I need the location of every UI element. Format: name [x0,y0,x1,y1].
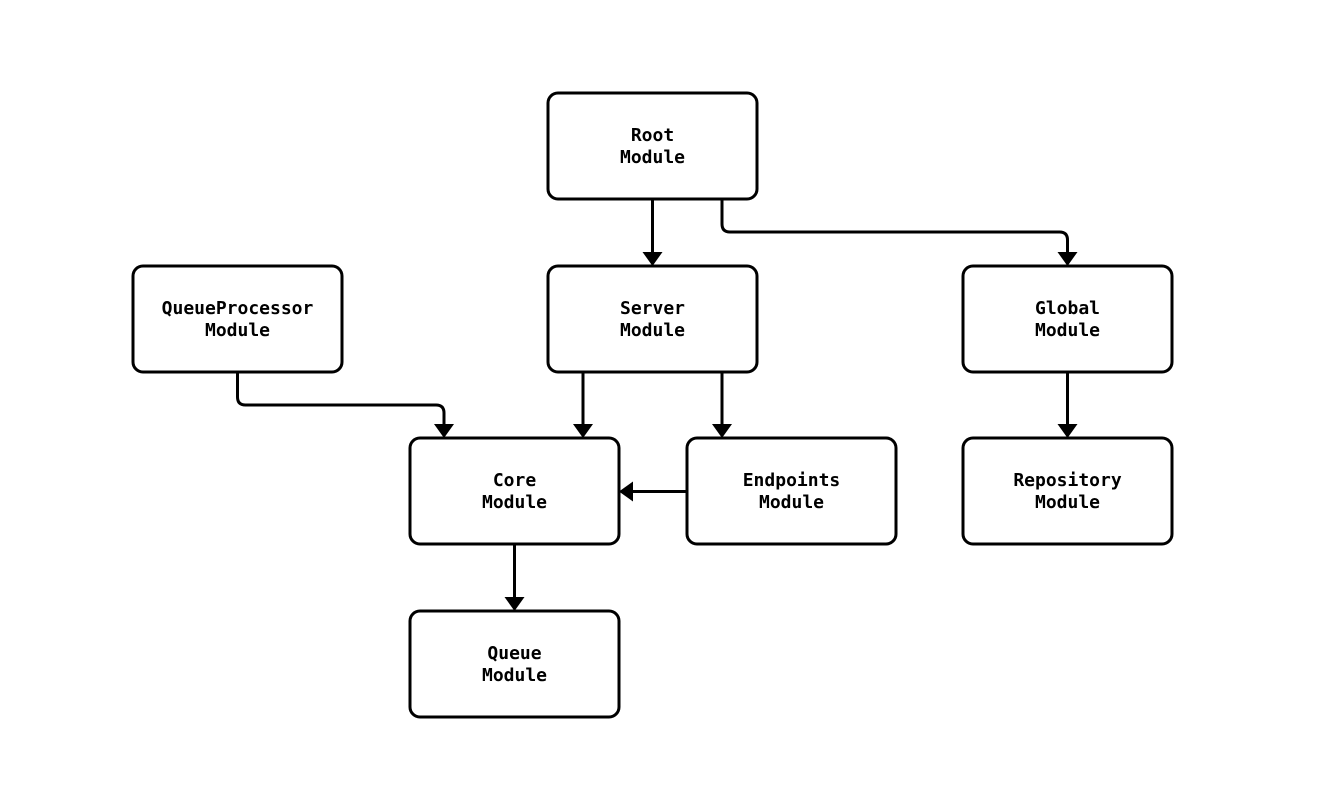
node-root-module-label-line2: Module [620,147,685,168]
edge-root-to-global [720,199,1078,266]
edge-root-to-server [642,199,663,266]
node-endpoints-module-label-line2: Module [759,492,824,513]
node-queue-module-label-line1: Queue [487,643,541,664]
node-endpoints-module-label-line1: Endpoints [743,470,841,491]
edge-endpoints-to-core [619,481,687,502]
edge-global-to-repository [1057,372,1078,438]
node-repository-module-box [961,436,1174,546]
node-queueprocessor-module-label-line1: QueueProcessor [162,298,314,319]
node-queue-module-label-line2: Module [482,665,547,686]
edge-root-to-server-arrowhead-icon [642,252,663,266]
node-global-module: Global Module [961,264,1174,374]
node-repository-module-label-line2: Module [1035,492,1100,513]
edge-root-to-global-line [720,199,1069,253]
node-server-module-label-line2: Module [620,320,685,341]
node-queue-module-box [408,609,621,719]
node-root-module: Root Module [546,91,759,201]
edge-global-to-repository-arrowhead-icon [1057,424,1078,438]
edge-server-to-core-arrowhead-icon [573,424,593,438]
node-root-module-label-line1: Root [631,125,674,146]
edge-endpoints-to-core-arrowhead-icon [619,481,633,502]
edge-core-to-queue-arrowhead-icon [504,597,525,611]
edge-queueprocessor-to-core-line [236,372,446,425]
node-server-module: Server Module [546,264,759,374]
edge-server-to-core [573,372,593,438]
edge-server-to-endpoints-arrowhead-icon [712,424,732,438]
node-core-module-box [408,436,621,546]
node-global-module-label-line1: Global [1035,298,1100,319]
node-queueprocessor-module: QueueProcessor Module [131,264,344,374]
node-repository-module-label-line1: Repository [1013,470,1122,491]
node-global-module-box [961,264,1174,374]
node-server-module-box [546,264,759,374]
node-root-module-box [546,91,759,201]
node-queueprocessor-module-label-line2: Module [205,320,270,341]
node-core-module: Core Module [408,436,621,546]
node-queue-module: Queue Module [408,609,621,719]
edge-queueprocessor-to-core [236,372,454,438]
edge-root-to-global-arrowhead-icon [1057,252,1078,266]
node-global-module-label-line2: Module [1035,320,1100,341]
node-core-module-label-line2: Module [482,492,547,513]
node-server-module-label-line1: Server [620,298,685,319]
node-endpoints-module: Endpoints Module [685,436,898,546]
node-queueprocessor-module-box [131,264,344,374]
edge-core-to-queue [504,544,525,611]
edge-server-to-endpoints [712,372,732,438]
node-repository-module: Repository Module [961,436,1174,546]
edge-queueprocessor-to-core-arrowhead-icon [434,424,454,438]
node-endpoints-module-box [685,436,898,546]
node-core-module-label-line1: Core [493,470,537,491]
